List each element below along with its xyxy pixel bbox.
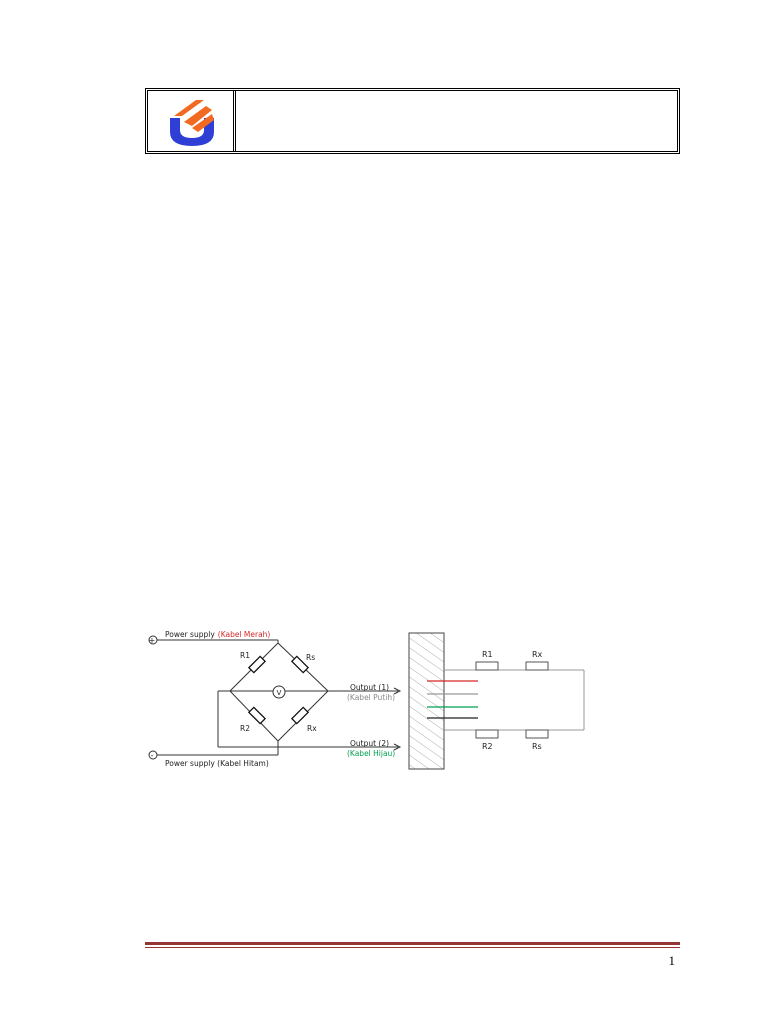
label-r1: R1 [240,651,250,660]
gauge-r2 [475,729,499,739]
gauge-rs [525,729,549,739]
output1-label: Output (1) [350,683,389,692]
footer-rule-thin [145,947,680,948]
institution-logo-icon [170,100,214,146]
gauge-rx [525,661,549,671]
gauge-label-r2: R2 [482,742,493,751]
page-number: 1 [668,953,676,968]
label-rs: Rs [306,653,315,662]
meter-label: V [277,689,282,697]
label-r2: R2 [240,724,250,733]
resistor-rs [290,655,310,674]
resistor-rx [290,706,310,725]
voltmeter-icon [272,685,286,699]
supply-plus-label: Power supply(Kabel Merah) [165,630,270,639]
hatched-wall [408,632,445,770]
logo-cell [148,91,236,151]
footer-rule-thick [145,942,680,945]
label-rx: Rx [307,724,317,733]
resistor-r1 [247,655,267,674]
minus-symbol: - [151,751,154,760]
gauge-label-rs: Rs [532,742,542,751]
output1-note: (Kabel Putih) [347,693,395,702]
gauge-label-r1: R1 [482,650,493,659]
supply-minus-label: Power supply (Kabel Hitam) [165,759,269,768]
gauge-r1 [475,661,499,671]
output2-note: (Kabel Hijau) [347,749,395,758]
resistor-r2 [247,706,267,725]
output2-label: Output (2) [350,739,389,748]
header-box [145,88,680,154]
plus-symbol: + [149,636,156,645]
gauge-label-rx: Rx [532,650,543,659]
